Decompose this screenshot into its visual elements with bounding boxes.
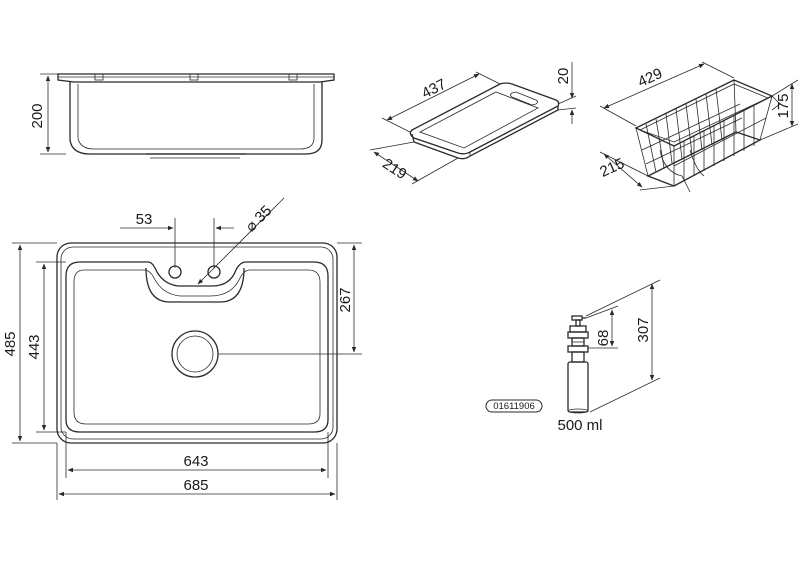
dispenser-code: 01611906	[493, 401, 535, 412]
pump-height-label: 68	[595, 330, 612, 347]
outer-width-label: 685	[183, 477, 208, 494]
basket-length-label: 429	[635, 65, 665, 91]
inner-width-label: 643	[183, 453, 208, 470]
tap-hole-diameter-label: ⌀ 35	[242, 202, 275, 235]
board-thickness-label: 20	[555, 68, 572, 85]
soap-dispenser: 68 307 01611906 500 ml	[485, 279, 661, 434]
total-height-label: 307	[635, 317, 652, 342]
basket-width-label: 215	[597, 155, 627, 181]
basket: 429 215 175	[597, 61, 799, 193]
sink-height-label: 200	[29, 103, 46, 128]
inner-depth-label: 443	[26, 334, 43, 359]
board-width-label: 219	[379, 155, 409, 183]
sink-top-view: 53 ⌀ 35 267 643 685 443 485	[2, 197, 362, 500]
sink-side-view: 200	[29, 73, 335, 159]
cutting-board: 437 219 20	[369, 62, 577, 185]
dispenser-volume: 500 ml	[557, 417, 602, 434]
basket-height-label: 175	[775, 93, 792, 118]
outer-depth-label: 485	[2, 331, 19, 356]
waste-offset-label: 267	[337, 287, 354, 312]
tap-hole-spacing-label: 53	[136, 211, 153, 228]
board-length-label: 437	[419, 76, 449, 103]
